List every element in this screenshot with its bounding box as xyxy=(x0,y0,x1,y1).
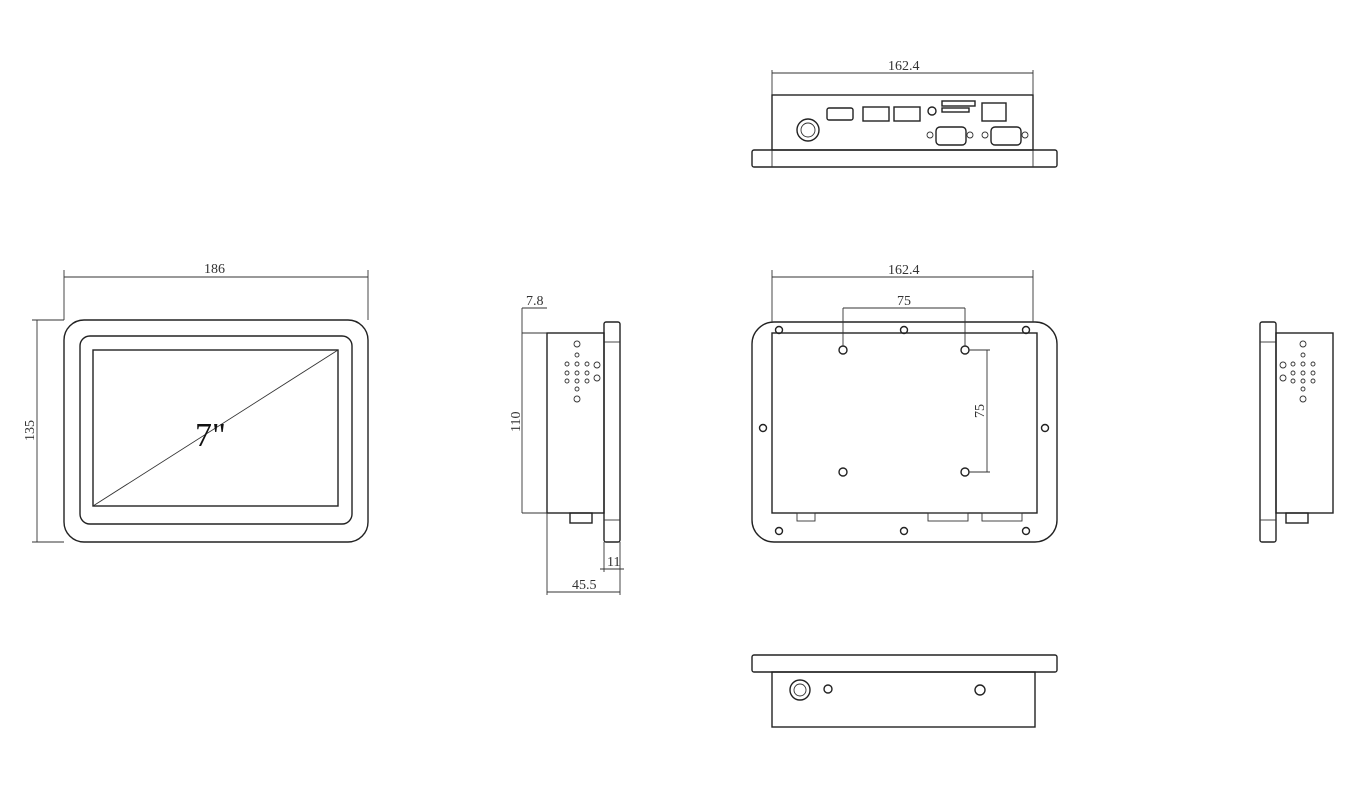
hdmi-port-icon xyxy=(826,107,854,121)
panel-dim-11: 11 xyxy=(607,555,620,570)
usb-port-icon xyxy=(893,106,921,122)
vesa-vertical-dim: 75 xyxy=(973,404,988,418)
usb-port-icon xyxy=(862,106,890,122)
io-view: 162.4 xyxy=(751,59,1058,168)
serial-port-icon xyxy=(935,126,967,146)
ethernet-port-icon xyxy=(981,102,1007,122)
height-dim-135: 135 xyxy=(23,420,38,441)
rear-view: 162.4 75 75 xyxy=(751,263,1058,543)
io-width-dim: 162.4 xyxy=(888,59,920,74)
vesa-horizontal-dim: 75 xyxy=(897,294,911,309)
width-dim-186: 186 xyxy=(204,262,225,277)
height-dim-110: 110 xyxy=(509,412,524,432)
screen-size-label: 7" xyxy=(195,417,226,454)
depth-dim-45-5: 45.5 xyxy=(572,578,597,593)
audio-jack-icon xyxy=(927,106,937,116)
sd-slot-icon xyxy=(941,100,976,107)
right-side-view xyxy=(1259,321,1334,543)
power-jack-icon xyxy=(796,118,820,142)
side-view: 7.8 110 45.5 11 xyxy=(509,294,624,595)
front-view: 7" 186 135 xyxy=(23,262,369,543)
rear-width-dim: 162.4 xyxy=(888,263,920,278)
bottom-view xyxy=(751,654,1058,728)
serial-port-icon xyxy=(990,126,1022,146)
bezel-dim-7-8: 7.8 xyxy=(526,294,544,309)
